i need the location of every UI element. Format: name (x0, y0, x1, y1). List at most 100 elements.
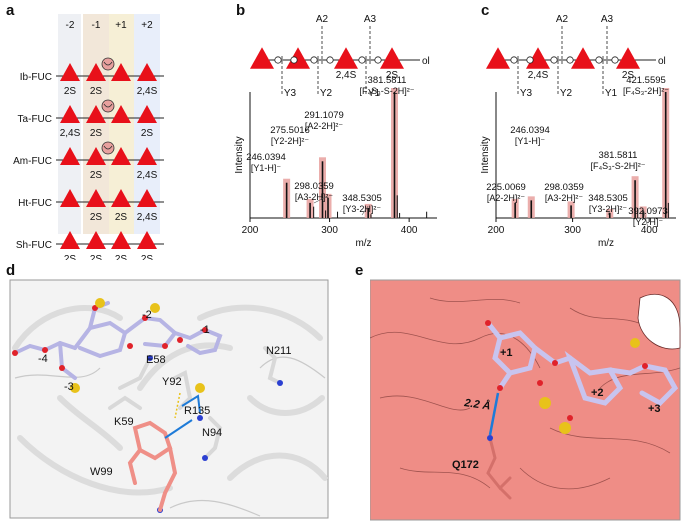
residue-label: N211 (266, 345, 291, 357)
panel-a-letter: a (6, 2, 15, 19)
residue-sticks-salmon (127, 420, 178, 512)
glycosidic-oxygen (274, 56, 282, 64)
fucose-triangle (86, 147, 106, 165)
fucose-triangle (60, 147, 80, 165)
fucose-triangle (111, 231, 131, 249)
residue-label: N94 (202, 427, 222, 439)
glycosidic-oxygen (310, 56, 318, 64)
fragment-cut-label: A3 (364, 14, 377, 25)
sulfation-label: 2S (90, 212, 103, 223)
residue-sulfation-label: 2S (622, 70, 635, 81)
sulfation-label: 2S (64, 86, 77, 97)
glycosidic-oxygen (526, 56, 534, 64)
sulfation-label: 2,4S (137, 212, 158, 223)
fucose-triangle (137, 231, 157, 249)
fragment-cut-label: Y1 (605, 88, 618, 99)
fragment-cut-label: A2 (316, 14, 329, 25)
peak-mz-label: 381.5811 (599, 150, 638, 161)
subsite-label: -2 (66, 20, 75, 31)
residue-sulfation-label: 2,4S (336, 70, 357, 81)
peak-mz-label: 392.0973 (628, 206, 668, 217)
peak-mz-label: 348.5305 (588, 193, 628, 204)
peak-mz-label: 246.0394 (510, 125, 550, 136)
fucose-triangle (60, 63, 80, 81)
subsite-label: -1 (92, 20, 101, 31)
x-tick-label: 200 (242, 225, 259, 236)
glycosidic-oxygen (358, 56, 366, 64)
sulfation-label: 2S (64, 254, 77, 260)
residue-label: Q172 (452, 459, 479, 471)
glycan-residue-triangle (286, 47, 310, 69)
glycan-residue-triangle (486, 47, 510, 69)
x-axis-label: m/z (598, 238, 614, 249)
panel-d-letter: d (6, 262, 16, 279)
fucose-triangle (60, 189, 80, 207)
enzyme-name: Am-FUC (13, 156, 52, 167)
sulfation-label: 2S (90, 170, 103, 181)
panel-b-letter: b (236, 2, 246, 19)
cleavage-site-marker (101, 141, 115, 155)
enzyme-name: Ht-FUC (18, 198, 52, 209)
glycosidic-oxygen (510, 56, 518, 64)
x-tick-label: 300 (321, 225, 338, 236)
hydrogen-bonds (164, 394, 201, 439)
panel-c-letter: c (481, 2, 490, 19)
peak-ion-label: [Y1-H]⁻ (515, 136, 546, 146)
sulfation-label: 2S (115, 254, 128, 260)
peak-ion-label: [Y2-H]⁻ (633, 217, 664, 227)
fucose-triangle (137, 147, 157, 165)
panel-e: Q172+1+2+32.2 Å (370, 279, 681, 521)
residue-label: W99 (90, 466, 113, 478)
peak-mz-label: 275.5016 (270, 125, 310, 136)
x-axis-label: m/z (355, 238, 371, 249)
peak-ion-label: [A2-2H]²⁻ (305, 121, 344, 131)
sulfation-label: 2,4S (137, 170, 158, 181)
residue-sulfation-label: 2,4S (528, 70, 549, 81)
fucose-triangle (111, 63, 131, 81)
fucose-triangle (111, 189, 131, 207)
peak-mz-label: 225.0069 (486, 182, 526, 193)
x-tick-label: 400 (641, 225, 658, 236)
fucose-triangle (111, 147, 131, 165)
peak-ion-label: [Y3-2H]²⁻ (589, 204, 628, 214)
peak-mz-label: 291.1079 (304, 110, 344, 121)
y-axis-label: Intensity (480, 136, 491, 173)
fragment-cut-label: Y3 (520, 88, 533, 99)
q172-sticks (486, 436, 512, 500)
glycan-residue-triangle (571, 47, 595, 69)
peak-ion-label: [F₄S₃-2H]²⁻ (623, 86, 669, 96)
glycosidic-oxygen (611, 56, 619, 64)
subsite-label: -1 (200, 324, 210, 336)
peak-ion-label: [F₄S₃-S-2H]²⁻ (590, 161, 645, 171)
fucose-triangle (137, 63, 157, 81)
cleavage-site-marker (101, 99, 115, 113)
enzyme-name: Ta-FUC (18, 114, 52, 125)
glycan-residue-triangle (250, 47, 274, 69)
glycan-residue-triangle (526, 47, 550, 69)
glycosidic-oxygen (326, 56, 334, 64)
peak-ion-label: [F₄S₃-S-2H]²⁻ (359, 86, 414, 96)
fucose-triangle (86, 231, 106, 249)
oxygen-atoms (12, 305, 208, 371)
residue-label: Y92 (162, 376, 182, 388)
hydrogen-bond-e (488, 392, 500, 436)
peak-mz-label: 348.5305 (342, 193, 382, 204)
fragment-cut-label: Y1 (368, 88, 381, 99)
enzyme-name: Sh-FUC (16, 240, 52, 251)
subsite-label: +3 (648, 403, 661, 415)
residue-label: K59 (114, 416, 134, 428)
subsite-label: +1 (500, 347, 513, 359)
subsite-label: +2 (591, 387, 604, 399)
glycosidic-oxygen (550, 56, 558, 64)
peak-ion-label: [Y2-2H]²⁻ (271, 136, 310, 146)
sulfation-label: 2,4S (137, 86, 158, 97)
subsite-label: -3 (64, 381, 74, 393)
sulfation-label: 2S (141, 254, 154, 260)
glycan-residue-triangle (380, 47, 404, 69)
peak-mz-label: 421.5595 (626, 75, 666, 86)
fucose-triangle (137, 105, 157, 123)
